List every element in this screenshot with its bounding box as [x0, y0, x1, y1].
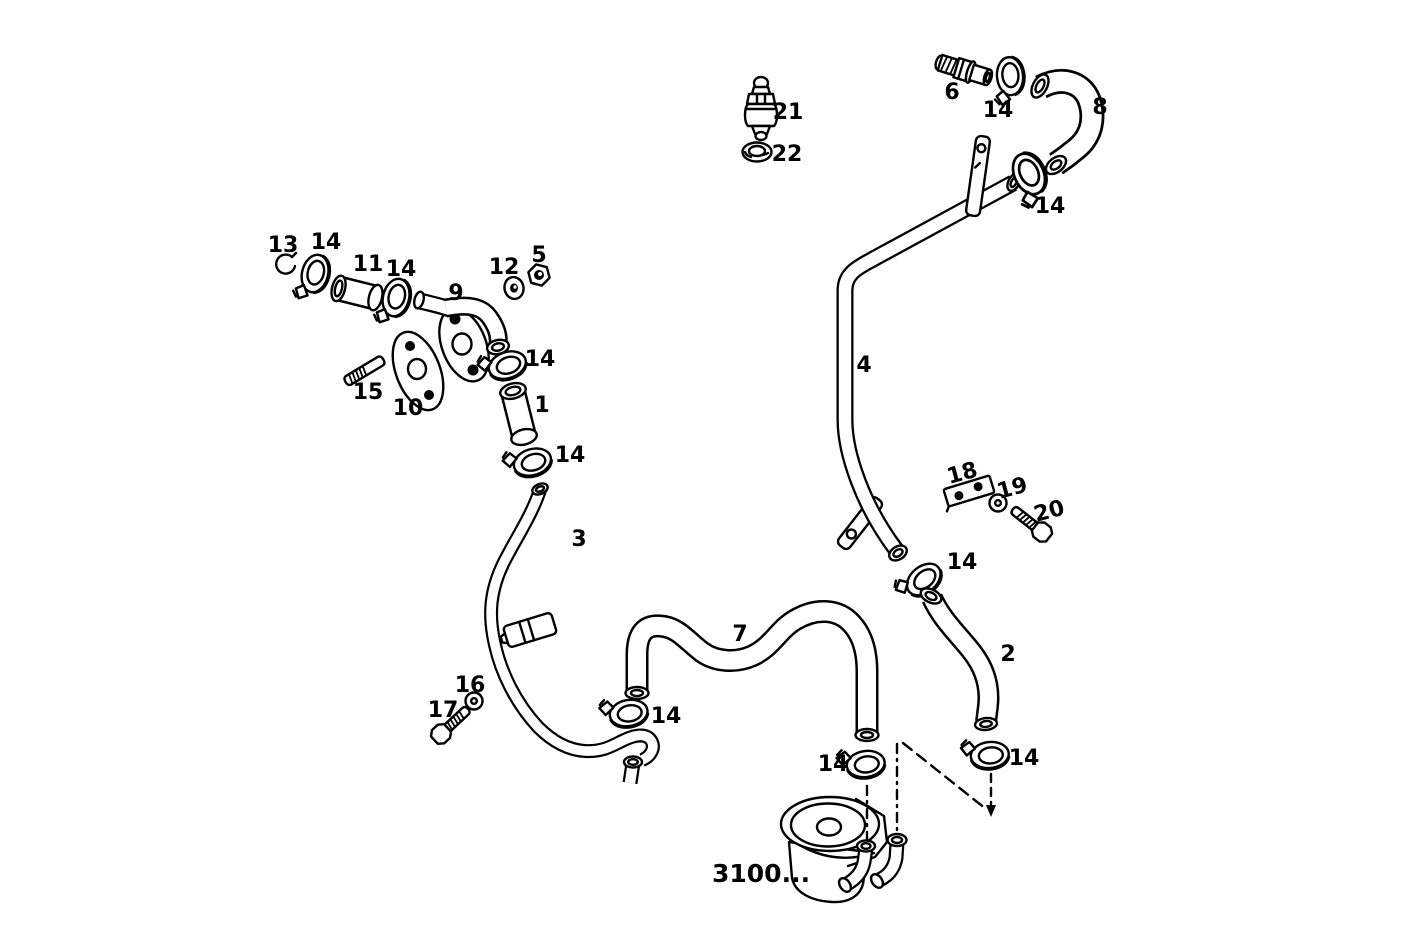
- retainer-plate-18: [942, 474, 996, 513]
- callout-14: 14: [525, 347, 556, 372]
- callout-9: 9: [448, 281, 463, 306]
- cooler-port-left: [837, 839, 877, 893]
- callout-19: 19: [994, 473, 1030, 505]
- callout-14: 14: [1035, 194, 1066, 219]
- hose-1: [499, 381, 538, 447]
- pipe-3: [484, 482, 660, 785]
- hose-clamp-14: [499, 439, 557, 486]
- callout-10: 10: [393, 396, 424, 421]
- nut-5: [527, 263, 551, 287]
- hose-11: [330, 274, 384, 312]
- callout-16: 16: [455, 673, 486, 698]
- callout-6: 6: [944, 80, 959, 105]
- callout-labels: 13 14 11 14 9 12 5 15 10 14 1 14 3 21 22…: [268, 80, 1108, 888]
- callout-13: 13: [268, 233, 299, 258]
- union-fitting-6: [934, 53, 994, 87]
- callout-14: 14: [386, 257, 417, 282]
- callout-14: 14: [947, 550, 978, 575]
- hose-2: [919, 587, 1000, 732]
- leader-lines: [865, 741, 996, 842]
- callout-14: 14: [983, 98, 1014, 123]
- callout-5: 5: [531, 243, 546, 268]
- hose-clamp-14: [290, 249, 335, 306]
- hose-clamp-14: [958, 734, 1012, 774]
- seal-washer-22: [741, 141, 773, 163]
- callout-17: 17: [428, 698, 459, 723]
- callout-12: 12: [489, 255, 520, 280]
- callout-22: 22: [772, 142, 803, 167]
- figure-code-3100: 3100...: [712, 859, 810, 888]
- callout-3: 3: [571, 527, 586, 552]
- callout-8: 8: [1092, 95, 1107, 120]
- callout-20: 20: [1031, 496, 1067, 528]
- callout-1: 1: [534, 393, 549, 418]
- callout-2: 2: [1000, 642, 1015, 667]
- ring-13: [275, 251, 298, 275]
- pipe-4: [836, 172, 1022, 562]
- callout-11: 11: [353, 252, 384, 277]
- callout-7: 7: [732, 622, 747, 647]
- callout-21: 21: [773, 100, 804, 125]
- pipe-3-bracket: [499, 611, 558, 649]
- callout-4: 4: [856, 353, 871, 378]
- oil-cooler: [779, 795, 908, 904]
- hose-8: [1030, 69, 1105, 176]
- pipe-4-top-bracket: [964, 134, 992, 218]
- temperature-sensor-21: [743, 75, 779, 142]
- callout-14: 14: [1009, 746, 1040, 771]
- elbow-union-9: [412, 290, 511, 383]
- callout-14: 14: [818, 752, 849, 777]
- stud-15: [343, 355, 386, 387]
- gasket-10: [391, 330, 445, 412]
- callout-14: 14: [311, 230, 342, 255]
- callout-14: 14: [651, 704, 682, 729]
- callout-14: 14: [555, 443, 586, 468]
- leader-arrowhead: [986, 805, 996, 817]
- cooler-port-right: [869, 832, 908, 889]
- hose-7: [624, 599, 880, 743]
- washer-12: [503, 275, 525, 301]
- callout-15: 15: [353, 380, 384, 405]
